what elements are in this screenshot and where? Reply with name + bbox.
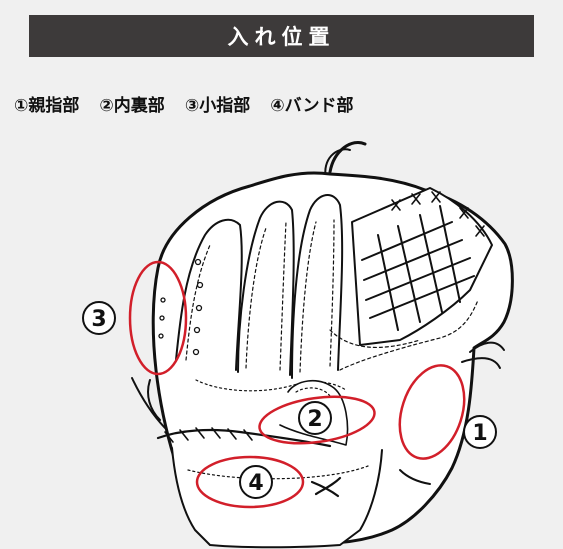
marker-2-label: 2 (307, 407, 322, 432)
ring-pinky (128, 260, 188, 376)
ring-palm-inner (258, 395, 376, 445)
header-bar: 入れ位置 (29, 15, 534, 57)
legend-item-palm-inner: ②内裏部 (99, 96, 165, 116)
legend-item-thumb: ①親指部 (14, 96, 80, 116)
ring-band (195, 455, 305, 509)
position-rings (128, 260, 466, 509)
marker-4-label: 4 (248, 471, 263, 496)
page-title: 入れ位置 (227, 25, 336, 49)
marker-1-label: 1 (472, 421, 487, 446)
marker-2: 2 (298, 401, 332, 435)
ring-thumb (398, 364, 466, 460)
marker-4: 4 (239, 465, 273, 499)
marker-3: 3 (82, 301, 116, 335)
marker-1: 1 (463, 415, 497, 449)
marker-3-label: 3 (91, 307, 106, 332)
legend-item-band: ④バンド部 (270, 96, 354, 116)
position-legend: ①親指部 ②内裏部 ③小指部 ④バンド部 (14, 91, 554, 116)
glove-illustration (131, 141, 514, 549)
legend-item-pinky: ③小指部 (184, 96, 251, 116)
